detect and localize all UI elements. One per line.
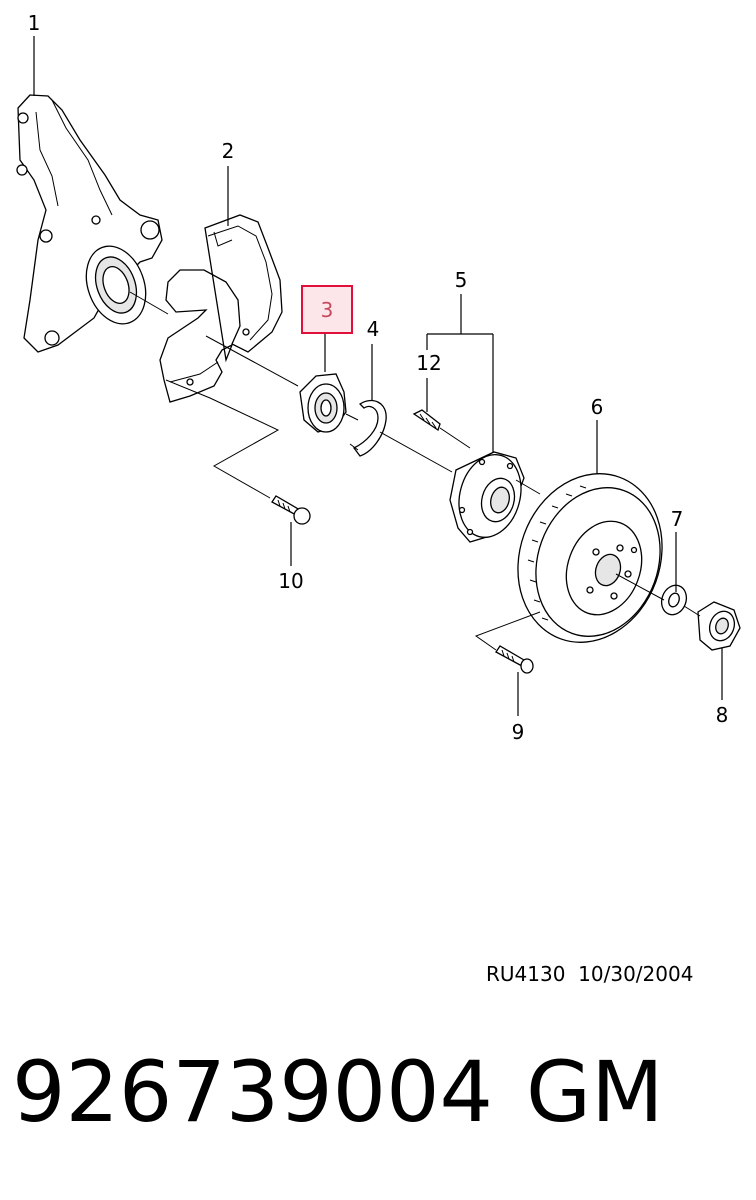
callout-8: 8 (716, 703, 729, 727)
callout-labels: 1 2 3 4 5 12 6 7 8 9 10 (28, 11, 729, 744)
callout-5: 5 (455, 268, 468, 292)
brake-disc (517, 473, 663, 643)
wheel-hub (449, 451, 525, 543)
leader-lines (33, 36, 723, 716)
washer (660, 584, 688, 616)
callout-12: 12 (416, 351, 441, 375)
callout-4: 4 (367, 317, 380, 341)
callout-1: 1 (28, 11, 41, 35)
dust-shield (159, 214, 283, 403)
hub-stud (412, 409, 441, 432)
callout-3: 3 (321, 298, 334, 322)
steering-knuckle (16, 94, 163, 353)
callout-3-highlight-box (301, 285, 353, 334)
hub-nut (697, 601, 741, 651)
callout-6: 6 (591, 395, 604, 419)
callout-7: 7 (671, 507, 684, 531)
wheel-bearing (299, 373, 347, 433)
part-number: 926739004 (12, 1043, 493, 1141)
callout-10: 10 (278, 569, 303, 593)
brand-name: GM (526, 1043, 664, 1141)
reference-code: RU4130 (486, 962, 566, 986)
snap-ring (349, 399, 387, 457)
callout-2: 2 (222, 139, 235, 163)
assembly-axis (129, 291, 701, 651)
shield-bolt (271, 495, 311, 525)
callout-9: 9 (512, 720, 525, 744)
reference-date: 10/30/2004 (578, 962, 694, 986)
disc-screw (495, 645, 534, 674)
diagram-reference: RU4130 10/30/2004 (486, 962, 693, 986)
